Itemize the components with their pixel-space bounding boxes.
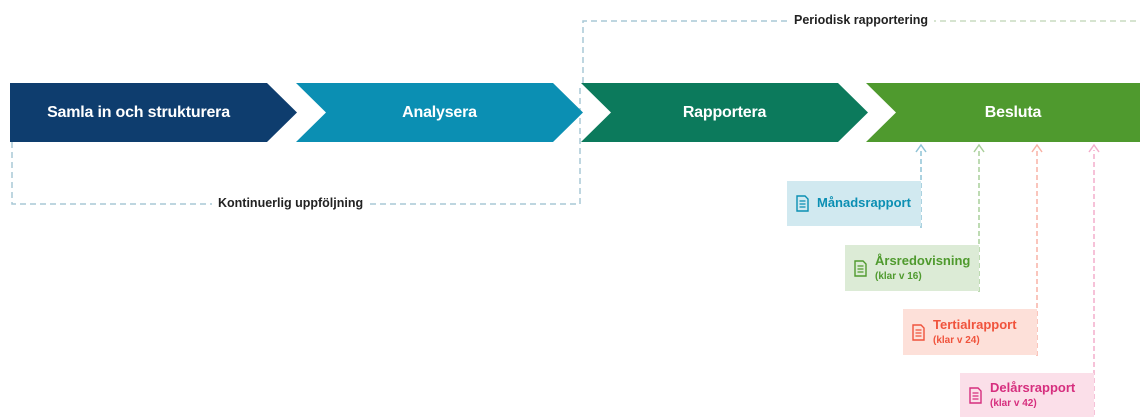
continuous-followup-label: Kontinuerlig uppföljning	[212, 196, 370, 210]
report-delarsrapport-sub: (klar v 42)	[990, 397, 1037, 409]
step-besluta: Besluta	[866, 83, 1140, 142]
arrow-tertialrapport	[1031, 143, 1043, 356]
report-arsredovisning: Årsredovisning (klar v 16)	[845, 245, 979, 291]
report-delarsrapport: Delårsrapport (klar v 42)	[960, 373, 1094, 417]
step-besluta-label: Besluta	[984, 103, 1042, 121]
report-arsredovisning-sub: (klar v 16)	[875, 270, 922, 282]
step-samla-in: Samla in och strukturera	[10, 83, 297, 142]
step-analysera-label: Analysera	[402, 103, 477, 121]
document-icon	[912, 323, 925, 341]
document-icon	[796, 195, 809, 212]
report-manadsrapport: Månadsrapport	[787, 181, 921, 226]
step-rapportera-label: Rapportera	[682, 103, 767, 121]
document-icon	[969, 386, 982, 404]
document-icon	[854, 259, 867, 277]
report-tertialrapport-name: Tertialrapport	[933, 317, 1017, 333]
step-analysera: Analysera	[296, 83, 583, 142]
step-rapportera: Rapportera	[581, 83, 868, 142]
arrow-manadsrapport	[915, 143, 927, 228]
report-tertialrapport-sub: (klar v 24)	[933, 334, 980, 346]
report-delarsrapport-name: Delårsrapport	[990, 380, 1076, 396]
periodic-loop-line-left	[582, 20, 860, 83]
arrow-arsredovisning	[973, 143, 985, 292]
arrow-delarsrapport	[1088, 143, 1100, 415]
report-arsredovisning-name: Årsredovisning	[875, 253, 971, 269]
periodic-reporting-label: Periodisk rapportering	[788, 13, 935, 27]
report-manadsrapport-name: Månadsrapport	[817, 195, 911, 211]
step-samla-in-label: Samla in och strukturera	[47, 103, 230, 121]
report-tertialrapport: Tertialrapport (klar v 24)	[903, 309, 1037, 355]
